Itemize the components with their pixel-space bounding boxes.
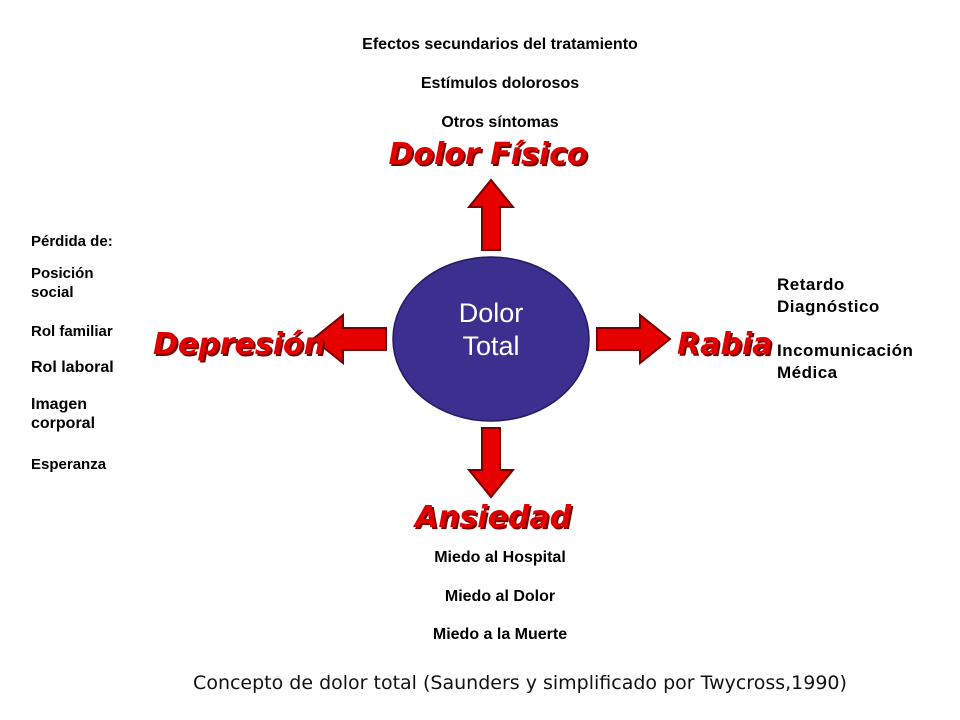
- bottom-item-2: Miedo al Dolor: [444, 588, 556, 605]
- heading-rabia: Rabia: [677, 327, 773, 362]
- caption: Concepto de dolor total (Saunders y simp…: [193, 672, 847, 694]
- center-circle: [392, 256, 590, 422]
- center-label-line2: Total: [462, 331, 520, 361]
- left-item-4: Rol laboral: [31, 359, 114, 376]
- heading-dolor-fisico: Dolor Físico: [388, 137, 588, 172]
- top-item-1: Efectos secundarios del tratamiento: [362, 36, 638, 53]
- arrow-down: [466, 427, 516, 499]
- top-item-2: Estímulos dolorosos: [420, 75, 580, 92]
- bottom-item-3: Miedo a la Muerte: [432, 626, 568, 643]
- arrow-right: [596, 312, 672, 366]
- center-label: Dolor Total: [411, 297, 571, 363]
- left-item-6: Esperanza: [31, 456, 107, 473]
- center-label-line1: Dolor: [458, 298, 524, 328]
- right-item-2: Incomunicación Médica: [777, 341, 914, 382]
- bottom-item-1: Miedo al Hospital: [434, 549, 566, 566]
- left-item-2: Posición social: [31, 265, 94, 301]
- left-item-5: Imagen corporal: [31, 396, 96, 432]
- heading-depresion: Depresión: [153, 327, 325, 362]
- arrow-up: [466, 178, 516, 251]
- right-item-1: Retardo Diagnóstico: [777, 275, 880, 316]
- left-item-1: Pérdida de:: [31, 233, 113, 250]
- left-item-3: Rol familiar: [31, 323, 113, 340]
- top-item-3: Otros síntomas: [441, 114, 559, 131]
- heading-ansiedad: Ansiedad: [414, 500, 572, 535]
- arrow-left: [311, 312, 387, 366]
